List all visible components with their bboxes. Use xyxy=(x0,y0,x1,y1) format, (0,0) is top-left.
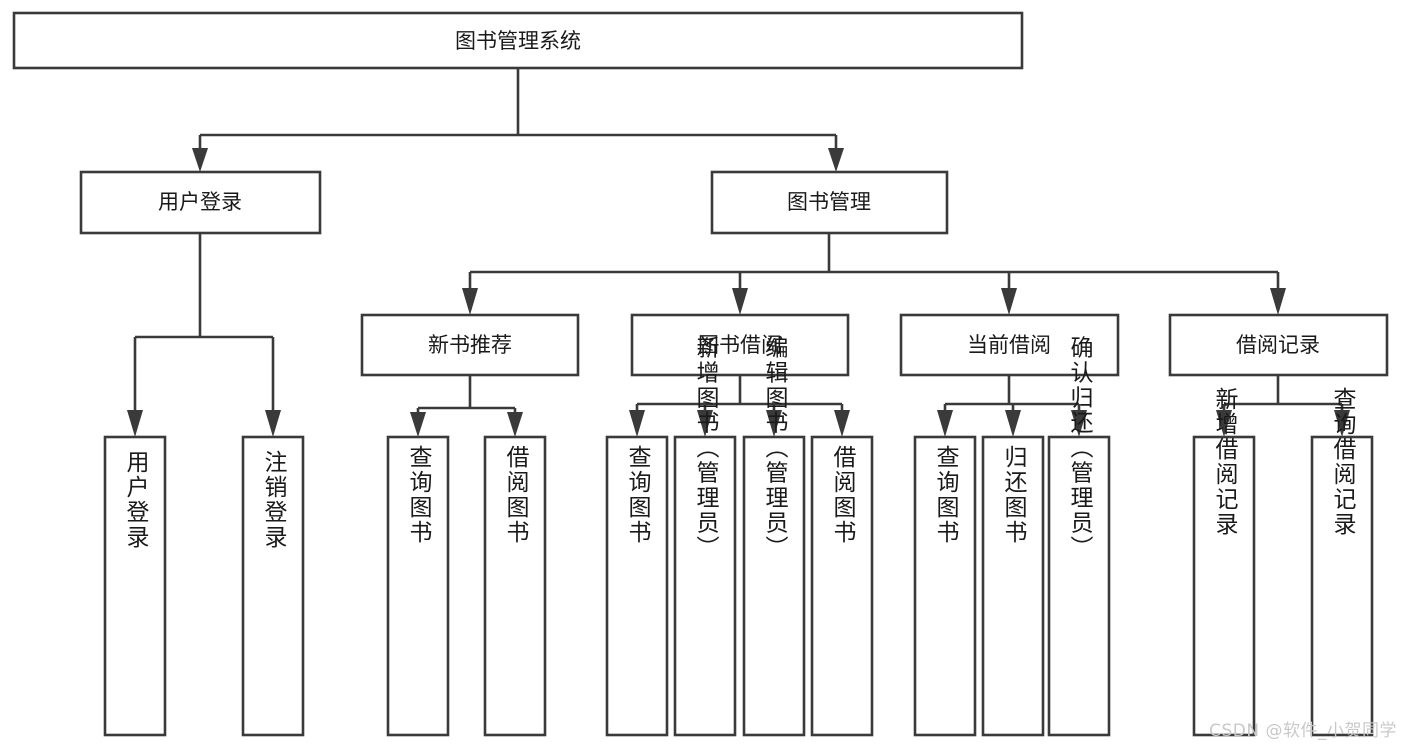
leaf-edit-book-admin[interactable]: 编辑图书（管理员） xyxy=(742,336,806,737)
leaf-box[interactable] xyxy=(241,435,305,737)
leaf-add-book-admin[interactable]: 新增图书（管理员） xyxy=(673,336,737,737)
book-borrow-box[interactable] xyxy=(630,313,850,377)
leaf-query-book-under-current-borrow[interactable]: 查询图书 xyxy=(913,435,977,737)
arrow-to-leaf-query-book-3 xyxy=(937,410,953,437)
arrow-to-new-book-rec xyxy=(462,288,478,315)
arrow-to-leaf-query-book-1 xyxy=(410,412,426,437)
book-manage-label: 图书管理 xyxy=(787,190,871,214)
leaf-box[interactable] xyxy=(1047,435,1111,737)
edge-root-trunk xyxy=(198,68,838,158)
arrow-to-book-manage xyxy=(828,148,844,172)
leaf-box[interactable] xyxy=(673,435,737,737)
leaf-label: 借阅图书 xyxy=(829,445,857,545)
current-borrow-label: 当前借阅 xyxy=(967,333,1051,357)
arrow-to-leaf-add-book xyxy=(697,410,713,437)
arrow-to-current-borrow xyxy=(1001,288,1017,315)
arrow-to-book-borrow xyxy=(732,288,748,315)
node-book-manage[interactable]: 图书管理 xyxy=(710,170,949,235)
arrow-to-leaf-add-record xyxy=(1216,410,1232,437)
arrow-to-leaf-confirm-return xyxy=(1071,410,1087,437)
node-new-book-recommend[interactable]: 新书推荐 xyxy=(360,313,580,377)
leaf-label: 查询借阅记录 xyxy=(1329,387,1357,537)
leaf-label: 查询图书 xyxy=(932,445,960,545)
leaf-box[interactable] xyxy=(981,435,1045,737)
leaf-return-book[interactable]: 归还图书 xyxy=(981,435,1045,737)
leaf-query-borrow-record[interactable]: 查询借阅记录 xyxy=(1310,387,1374,737)
leaf-label: 查询图书 xyxy=(405,445,433,545)
leaf-box[interactable] xyxy=(1192,435,1256,737)
leaf-box[interactable] xyxy=(913,435,977,737)
leaf-user-login[interactable]: 用户登录 xyxy=(103,435,167,737)
leaf-box[interactable] xyxy=(483,435,547,737)
user-login-label: 用户登录 xyxy=(158,190,242,214)
leaf-box[interactable] xyxy=(386,435,450,737)
leaf-label: 编辑图书（管理员） xyxy=(761,336,789,561)
leaf-label: 借阅图书 xyxy=(502,445,530,545)
edge-current-borrow-trunk xyxy=(943,375,1081,416)
leaf-label: 查询图书 xyxy=(624,445,652,545)
arrow-to-leaf-user-login xyxy=(127,410,143,437)
leaf-label: 注销登录 xyxy=(260,450,288,550)
leaf-logout[interactable]: 注销登录 xyxy=(241,435,305,737)
leaf-borrow-book-under-book-borrow[interactable]: 借阅图书 xyxy=(810,435,874,737)
new-book-recommend-label: 新书推荐 xyxy=(428,333,512,357)
root-box[interactable] xyxy=(12,11,1024,70)
user-login-box[interactable] xyxy=(79,170,322,235)
leaf-query-book-under-book-borrow[interactable]: 查询图书 xyxy=(605,435,669,737)
leaf-borrow-book-under-new-book[interactable]: 借阅图书 xyxy=(483,435,547,737)
leaf-add-borrow-record[interactable]: 新增借阅记录 xyxy=(1192,387,1256,737)
arrow-to-leaf-query-record xyxy=(1334,410,1350,437)
arrow-to-leaf-query-book-2 xyxy=(629,410,645,437)
node-borrow-record[interactable]: 借阅记录 xyxy=(1168,313,1389,377)
edges-layer xyxy=(127,68,1350,437)
arrow-to-leaf-borrow-book-2 xyxy=(834,410,850,437)
arrow-to-leaf-logout xyxy=(265,410,281,437)
new-book-recommend-box[interactable] xyxy=(360,313,580,377)
arrow-to-user-login xyxy=(192,148,208,172)
borrow-record-label: 借阅记录 xyxy=(1236,333,1320,357)
arrow-to-borrow-record xyxy=(1270,288,1286,315)
leaf-box[interactable] xyxy=(1310,435,1374,737)
current-borrow-box[interactable] xyxy=(899,313,1120,377)
leaf-label: 确认归还（管理员） xyxy=(1066,336,1094,561)
leaf-label: 用户登录 xyxy=(122,450,150,550)
edge-borrow-record-trunk xyxy=(1222,375,1344,416)
node-user-login[interactable]: 用户登录 xyxy=(79,170,322,235)
arrow-to-leaf-return-book xyxy=(1005,410,1021,437)
arrow-to-leaf-borrow-book-1 xyxy=(507,412,523,437)
edge-user-login-trunk xyxy=(133,233,275,418)
leaf-query-book-under-new-book[interactable]: 查询图书 xyxy=(386,435,450,737)
edge-new-book-rec-trunk xyxy=(416,375,517,418)
edge-book-borrow-trunk xyxy=(635,375,844,416)
leaf-box[interactable] xyxy=(810,435,874,737)
leaf-box[interactable] xyxy=(605,435,669,737)
node-root[interactable]: 图书管理系统 xyxy=(12,11,1024,70)
node-book-borrow[interactable]: 图书借阅 xyxy=(630,313,850,377)
leaf-box[interactable] xyxy=(742,435,806,737)
leaf-label: 新增图书（管理员） xyxy=(692,336,720,561)
book-manage-box[interactable] xyxy=(710,170,949,235)
leaf-label: 新增借阅记录 xyxy=(1211,387,1239,537)
edge-book-manage-trunk xyxy=(468,233,1280,292)
root-label: 图书管理系统 xyxy=(455,29,581,53)
arrow-to-leaf-edit-book xyxy=(766,410,782,437)
book-borrow-label: 图书借阅 xyxy=(698,333,782,357)
leaf-label: 归还图书 xyxy=(1000,445,1028,545)
leaf-box[interactable] xyxy=(103,435,167,737)
node-current-borrow[interactable]: 当前借阅 xyxy=(899,313,1120,377)
leaf-confirm-return-admin[interactable]: 确认归还（管理员） xyxy=(1047,336,1111,737)
borrow-record-box[interactable] xyxy=(1168,313,1389,377)
